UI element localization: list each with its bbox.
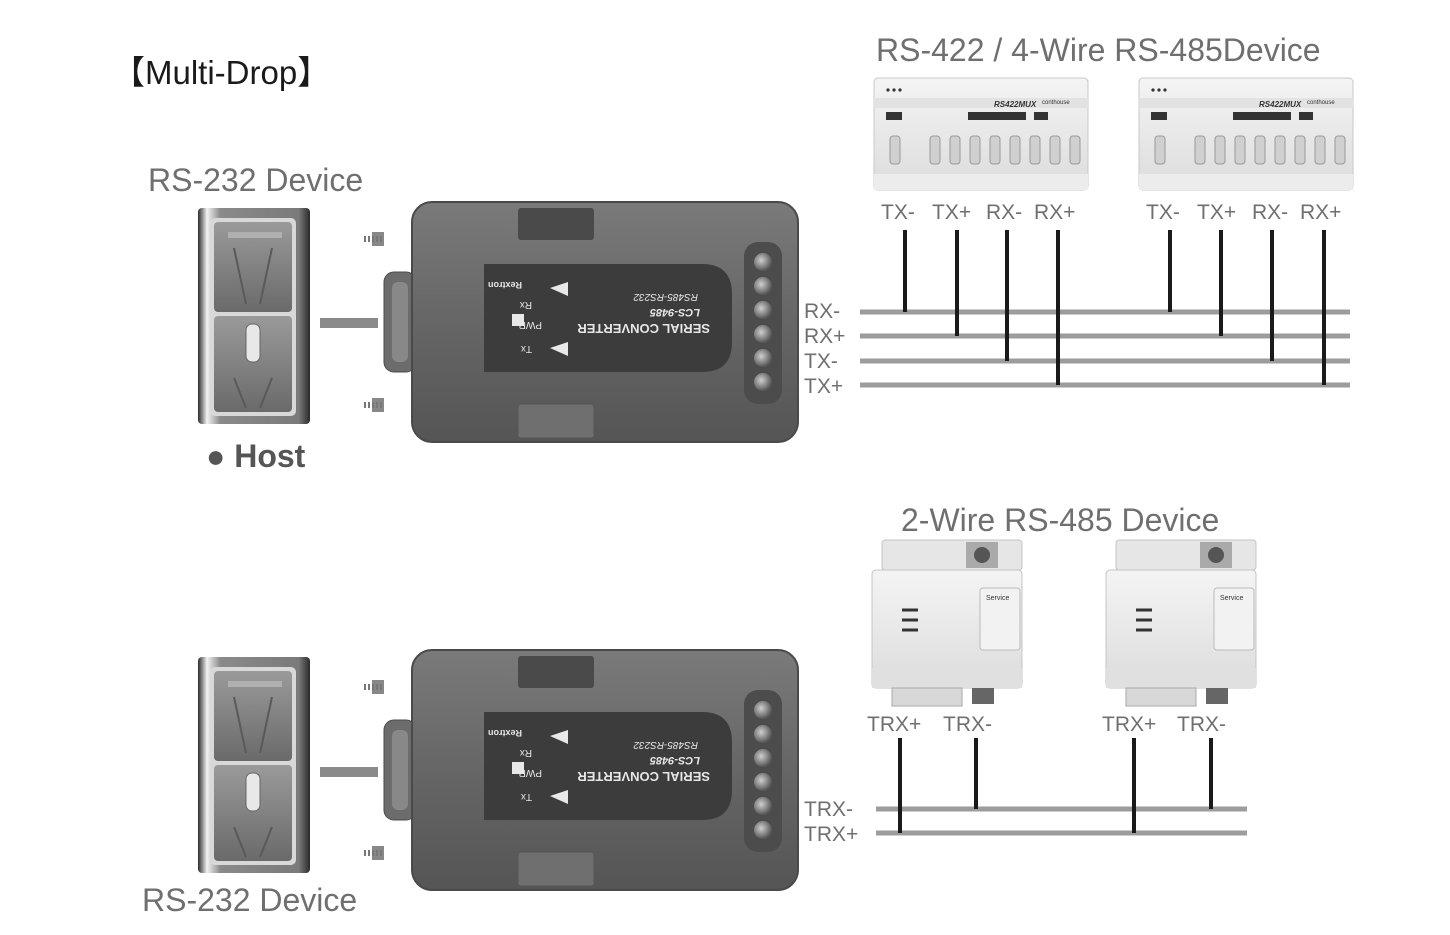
bottom-converter-subtitle: RS485-RS232: [633, 739, 698, 750]
bus-label-rx-plus: RX+: [804, 325, 846, 348]
mux1-terminal-rx-plus: RX+: [1034, 201, 1076, 224]
bottom-converter-led-rx: Rx: [519, 747, 532, 758]
top-drop-wires: [903, 230, 1326, 385]
mux1-brand-label: RS422MUX: [994, 100, 1037, 109]
bottom-rs485-device-2: [1104, 538, 1258, 708]
top-devices-heading: RS-422 / 4-Wire RS-485Device: [876, 32, 1321, 68]
mux2-terminal-tx-plus: TX+: [1197, 201, 1237, 224]
bus-label-trx-plus: TRX+: [804, 823, 859, 846]
bus-label-tx-minus: TX-: [804, 350, 838, 373]
top-serial-cable: [320, 318, 378, 328]
diagram-title: 【Multi-Drop】: [112, 54, 331, 91]
bottom-converter-led-pwr: PWR: [518, 767, 542, 778]
bottom-converter-model: LCS-9485: [649, 754, 700, 766]
mux2-terminal-rx-minus: RX-: [1252, 201, 1289, 224]
top-bus-lines: [860, 309, 1350, 388]
bottom-bus-lines: [876, 806, 1247, 836]
top-converter-subtitle: RS485-RS232: [633, 291, 698, 302]
rs485dev1-terminal-trx-plus: TRX+: [867, 713, 922, 736]
top-converter-brand: Rextron: [487, 280, 522, 290]
mux2-logo-label: conthouse: [1307, 100, 1335, 106]
rs485dev1-service-label: Service: [986, 595, 1010, 602]
bottom-converter-brand: Rextron: [487, 728, 522, 738]
top-converter-model: LCS-9485: [649, 306, 700, 318]
rs485dev1-terminal-trx-minus: TRX-: [943, 713, 992, 736]
top-converter-title: SERIAL CONVERTER: [577, 321, 710, 336]
bottom-rs232-device-label: RS-232 Device: [142, 882, 358, 918]
top-rs232-device-label: RS-232 Device: [148, 162, 364, 198]
bottom-drop-wires: [898, 738, 1213, 833]
bus-label-rx-minus: RX-: [804, 300, 841, 323]
bottom-serial-cable: [320, 767, 378, 777]
rs485dev2-terminal-trx-minus: TRX-: [1177, 713, 1226, 736]
top-converter-label-plate: SERIAL CONVERTER LCS-9485 RS485-RS232 Re…: [484, 264, 720, 374]
bottom-host-pc-tower: [197, 656, 311, 874]
bottom-converter-led-tx: Tx: [520, 791, 532, 802]
top-converter-led-rx: Rx: [519, 299, 532, 310]
top-converter-led-pwr: PWR: [518, 319, 542, 330]
top-converter-led-tx: Tx: [520, 343, 532, 354]
mux2-brand-label: RS422MUX: [1259, 100, 1302, 109]
mux2-terminal-rx-plus: RX+: [1300, 201, 1342, 224]
rs485dev2-service-label: Service: [1220, 595, 1244, 602]
bus-label-tx-plus: TX+: [804, 375, 844, 398]
mux1-logo-label: conthouse: [1042, 100, 1070, 106]
mux1-terminal-rx-minus: RX-: [986, 201, 1023, 224]
bottom-rs485-device-1: [870, 538, 1024, 708]
bus-label-trx-minus: TRX-: [804, 798, 853, 821]
mux1-terminal-tx-plus: TX+: [932, 201, 972, 224]
mux1-terminal-tx-minus: TX-: [881, 201, 915, 224]
bottom-converter-title: SERIAL CONVERTER: [577, 769, 710, 784]
host-label: ● Host: [206, 438, 306, 474]
bottom-devices-heading: 2-Wire RS-485 Device: [901, 502, 1220, 538]
top-host-pc-tower: [197, 207, 311, 425]
bottom-converter-label-plate: SERIAL CONVERTER LCS-9485 RS485-RS232 Re…: [484, 712, 720, 822]
mux2-terminal-tx-minus: TX-: [1146, 201, 1180, 224]
rs485dev2-terminal-trx-plus: TRX+: [1102, 713, 1157, 736]
top-mux-device-1: [873, 77, 1089, 191]
top-mux-device-2: [1138, 77, 1354, 191]
